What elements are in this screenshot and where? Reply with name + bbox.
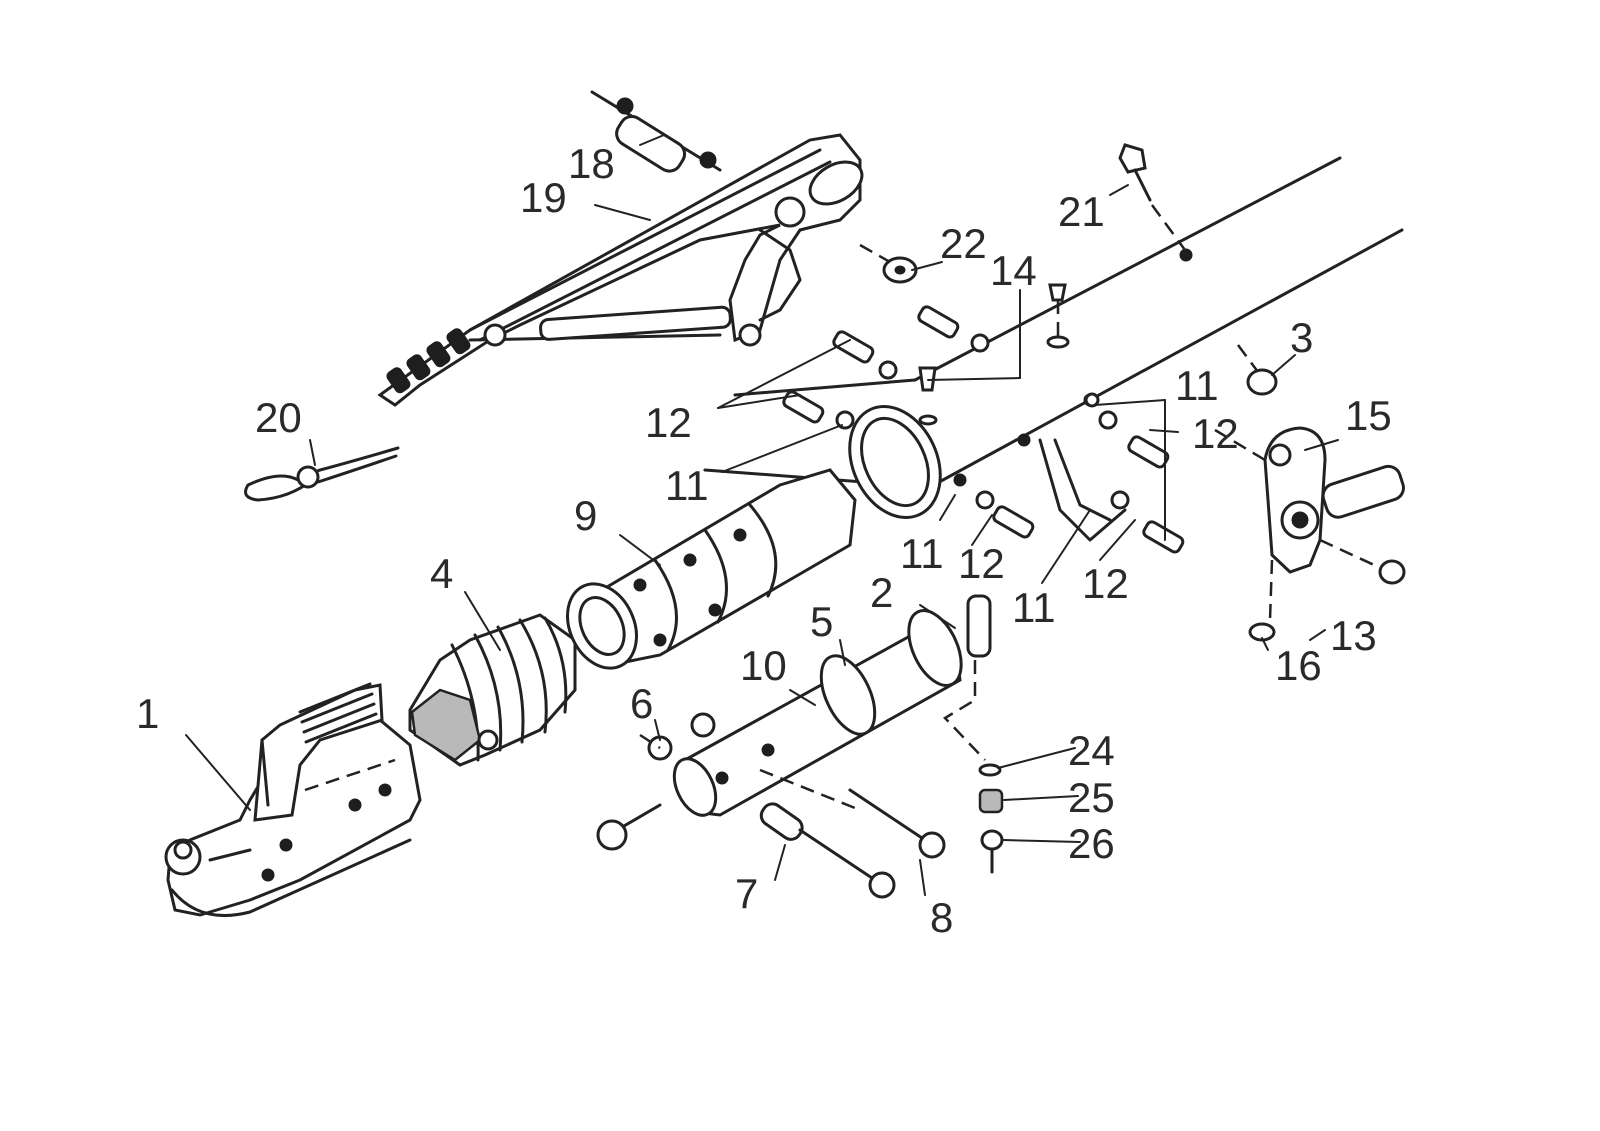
callout-13: 13 [1330,612,1377,659]
part-10-inner-tube [596,594,992,851]
callout-7: 7 [735,870,758,917]
bracket-pin [1321,464,1405,519]
callout-20: 20 [255,394,302,441]
callout-8: 8 [930,894,953,941]
callout-16: 16 [1275,642,1322,689]
handbrake-lever [377,133,864,407]
part-5-ring [819,654,877,736]
callout-19: 19 [520,174,567,221]
lever-grip [386,328,471,394]
part-24-26-stack [943,660,1004,874]
callout-24: 24 [1068,727,1115,774]
part-15-rear-bracket [1214,426,1406,642]
callout-12-right: 12 [1192,410,1239,457]
callout-5: 5 [810,598,833,645]
callout-10: 10 [740,642,787,689]
part-18-spring [590,90,722,173]
part-26-washer [980,829,1004,851]
bellows-folds [450,616,568,762]
callout-labels: 1 2 3 4 5 6 7 8 9 10 11 11 11 11 12 12 1… [136,140,1392,941]
callout-15: 15 [1345,392,1392,439]
callout-11-low: 11 [1012,584,1056,631]
housing-bands [653,503,778,652]
part-7-8-bolts [759,768,946,899]
part-3-nut [1236,344,1278,396]
part-4-bellows [408,613,577,767]
part-21-bolt [1118,143,1187,251]
callout-21: 21 [1058,188,1105,235]
callout-6: 6 [630,680,653,727]
part-1-coupling-head [164,682,422,917]
callout-22: 22 [940,220,987,267]
callout-11-right: 11 [1175,362,1219,409]
callout-2: 2 [870,569,893,616]
part-14-screw [918,283,1070,426]
part-13-nut [1378,559,1406,585]
callout-3: 3 [1290,314,1313,361]
callout-12-mid: 12 [958,540,1005,587]
part-6-nuts [639,712,716,761]
callout-11-mid: 11 [900,530,944,577]
callout-25: 25 [1068,774,1115,821]
part-9-damper-housing [566,468,857,670]
part-7-bushing [759,802,804,841]
callout-18: 18 [568,140,615,187]
part-25-spacer [978,788,1004,814]
callout-26: 26 [1068,820,1115,867]
part-20-breakaway-cable [244,446,400,502]
part-22-washer [859,243,918,284]
callout-11-left: 11 [665,462,709,509]
callout-12-low: 12 [1082,560,1129,607]
callout-12-left: 12 [645,399,692,446]
fasteners-11-12 [782,305,1185,554]
leader-lines [185,134,1339,896]
coupling-handle [253,683,384,822]
callout-14: 14 [990,247,1037,294]
callout-9: 9 [574,492,597,539]
callout-4: 4 [430,550,453,597]
handle-ribs [298,682,378,744]
lever-rod [539,305,732,341]
drawbar-tube [703,156,1404,519]
callout-1: 1 [136,690,159,737]
